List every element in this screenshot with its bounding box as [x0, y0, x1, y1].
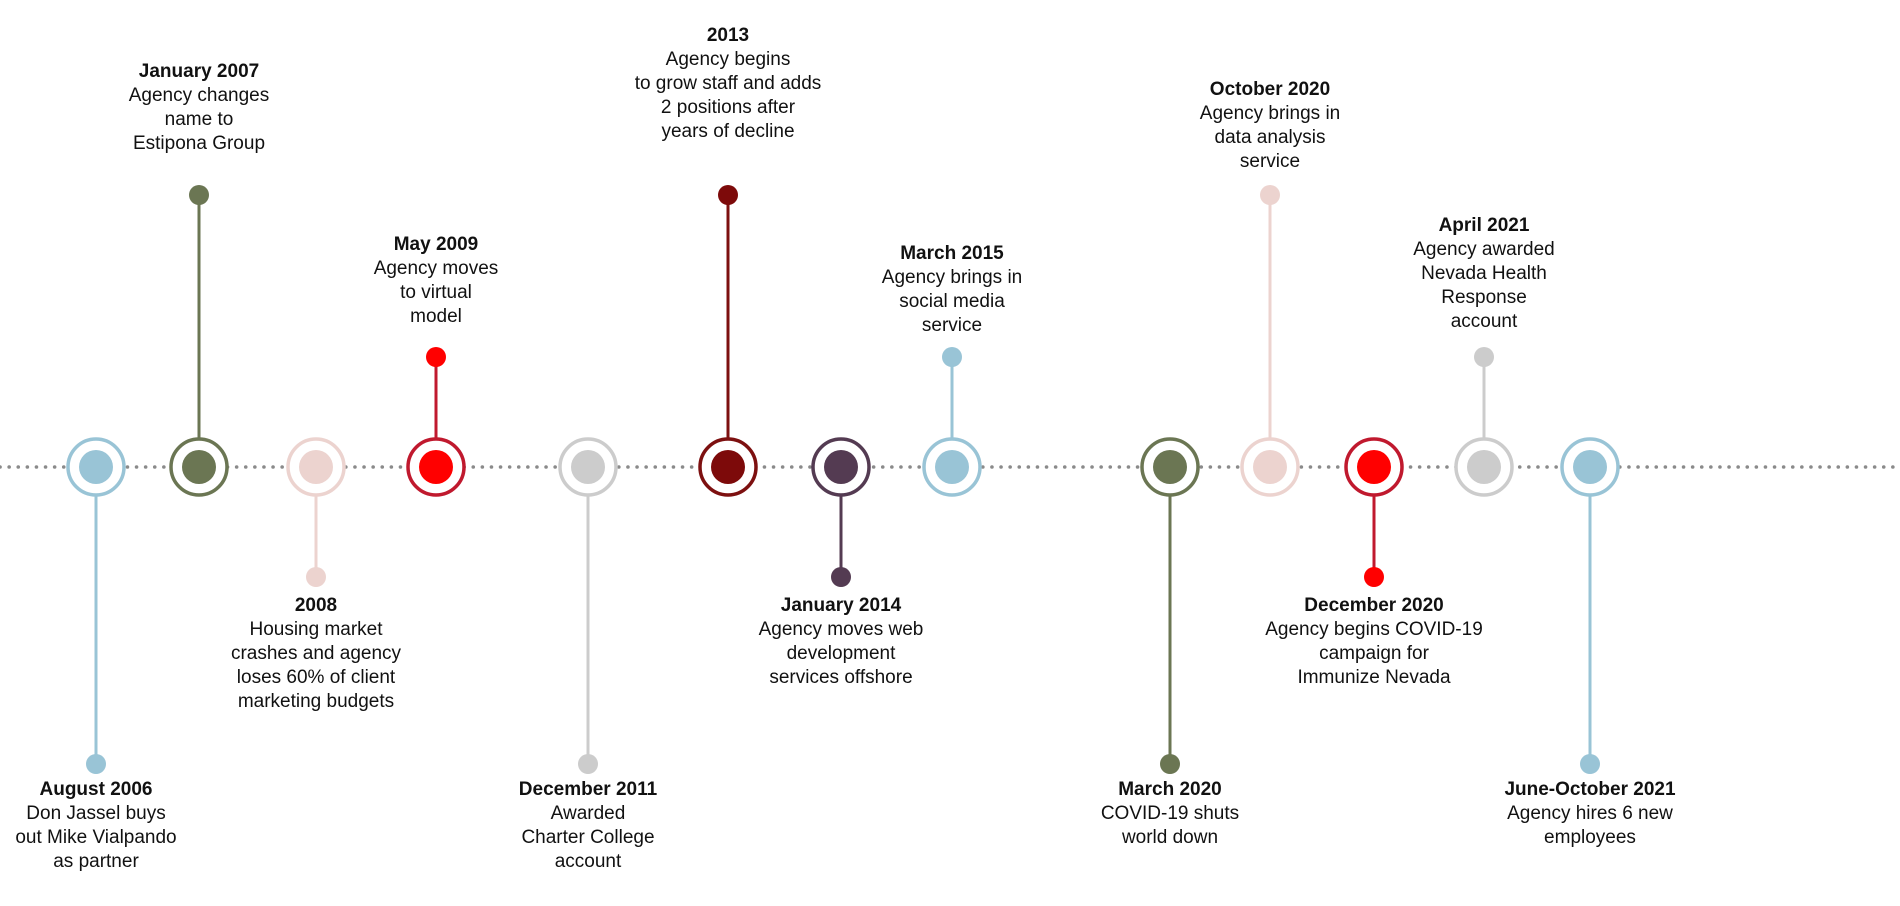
- event-date: April 2021: [1438, 215, 1530, 236]
- event-description: Agency begins to grow staff and adds 2 p…: [634, 49, 822, 142]
- event-node-dot: [935, 450, 969, 484]
- event-end-dot: [1364, 567, 1384, 587]
- event-date: 2013: [706, 25, 750, 46]
- event-description: Agency awarded Nevada Health Response ac…: [1413, 239, 1555, 332]
- event-description: Awarded Charter College account: [521, 803, 655, 872]
- event-description: Agency moves to virtual model: [373, 258, 499, 327]
- event-description: COVID-19 shuts world down: [1100, 803, 1240, 848]
- event-date: May 2009: [393, 234, 479, 255]
- event-end-dot: [1474, 347, 1494, 367]
- event-description: Housing market crashes and agency loses …: [230, 619, 402, 712]
- event-node-dot: [1253, 450, 1287, 484]
- event-end-dot: [942, 347, 962, 367]
- event-end-dot: [1160, 754, 1180, 774]
- event-description: Agency hires 6 new employees: [1507, 803, 1673, 848]
- event-node-dot: [1153, 450, 1187, 484]
- event-node-dot: [299, 450, 333, 484]
- event-description: Don Jassel buys out Mike Vialpando as pa…: [15, 803, 177, 872]
- event-description: Agency brings in data analysis service: [1199, 103, 1341, 172]
- event-date: 2008: [294, 595, 338, 616]
- event-node-dot: [419, 450, 453, 484]
- event-description: Agency begins COVID-19 campaign for Immu…: [1265, 619, 1483, 688]
- event-node-dot: [182, 450, 216, 484]
- event-node-dot: [1573, 450, 1607, 484]
- event-date: March 2015: [900, 243, 1004, 264]
- event-end-dot: [426, 347, 446, 367]
- event-node-dot: [571, 450, 605, 484]
- event-date: January 2014: [780, 595, 902, 616]
- event-description: Agency changes name to Estipona Group: [128, 85, 270, 154]
- event-end-dot: [718, 185, 738, 205]
- event-date: March 2020: [1118, 779, 1222, 800]
- event-end-dot: [1260, 185, 1280, 205]
- event-date: December 2020: [1304, 595, 1444, 616]
- event-date: December 2011: [518, 779, 658, 800]
- event-node-dot: [711, 450, 745, 484]
- event-date: June-October 2021: [1504, 779, 1676, 800]
- event-end-dot: [831, 567, 851, 587]
- event-node-dot: [1357, 450, 1391, 484]
- event-end-dot: [578, 754, 598, 774]
- event-node-dot: [1467, 450, 1501, 484]
- event-node-dot: [824, 450, 858, 484]
- event-date: August 2006: [39, 779, 153, 800]
- event-node-dot: [79, 450, 113, 484]
- event-end-dot: [306, 567, 326, 587]
- event-end-dot: [1580, 754, 1600, 774]
- event-date: October 2020: [1209, 79, 1331, 100]
- event-end-dot: [189, 185, 209, 205]
- event-end-dot: [86, 754, 106, 774]
- event-date: January 2007: [138, 61, 260, 82]
- event-description: Agency brings in social media service: [881, 267, 1023, 336]
- event-description: Agency moves web development services of…: [758, 619, 924, 688]
